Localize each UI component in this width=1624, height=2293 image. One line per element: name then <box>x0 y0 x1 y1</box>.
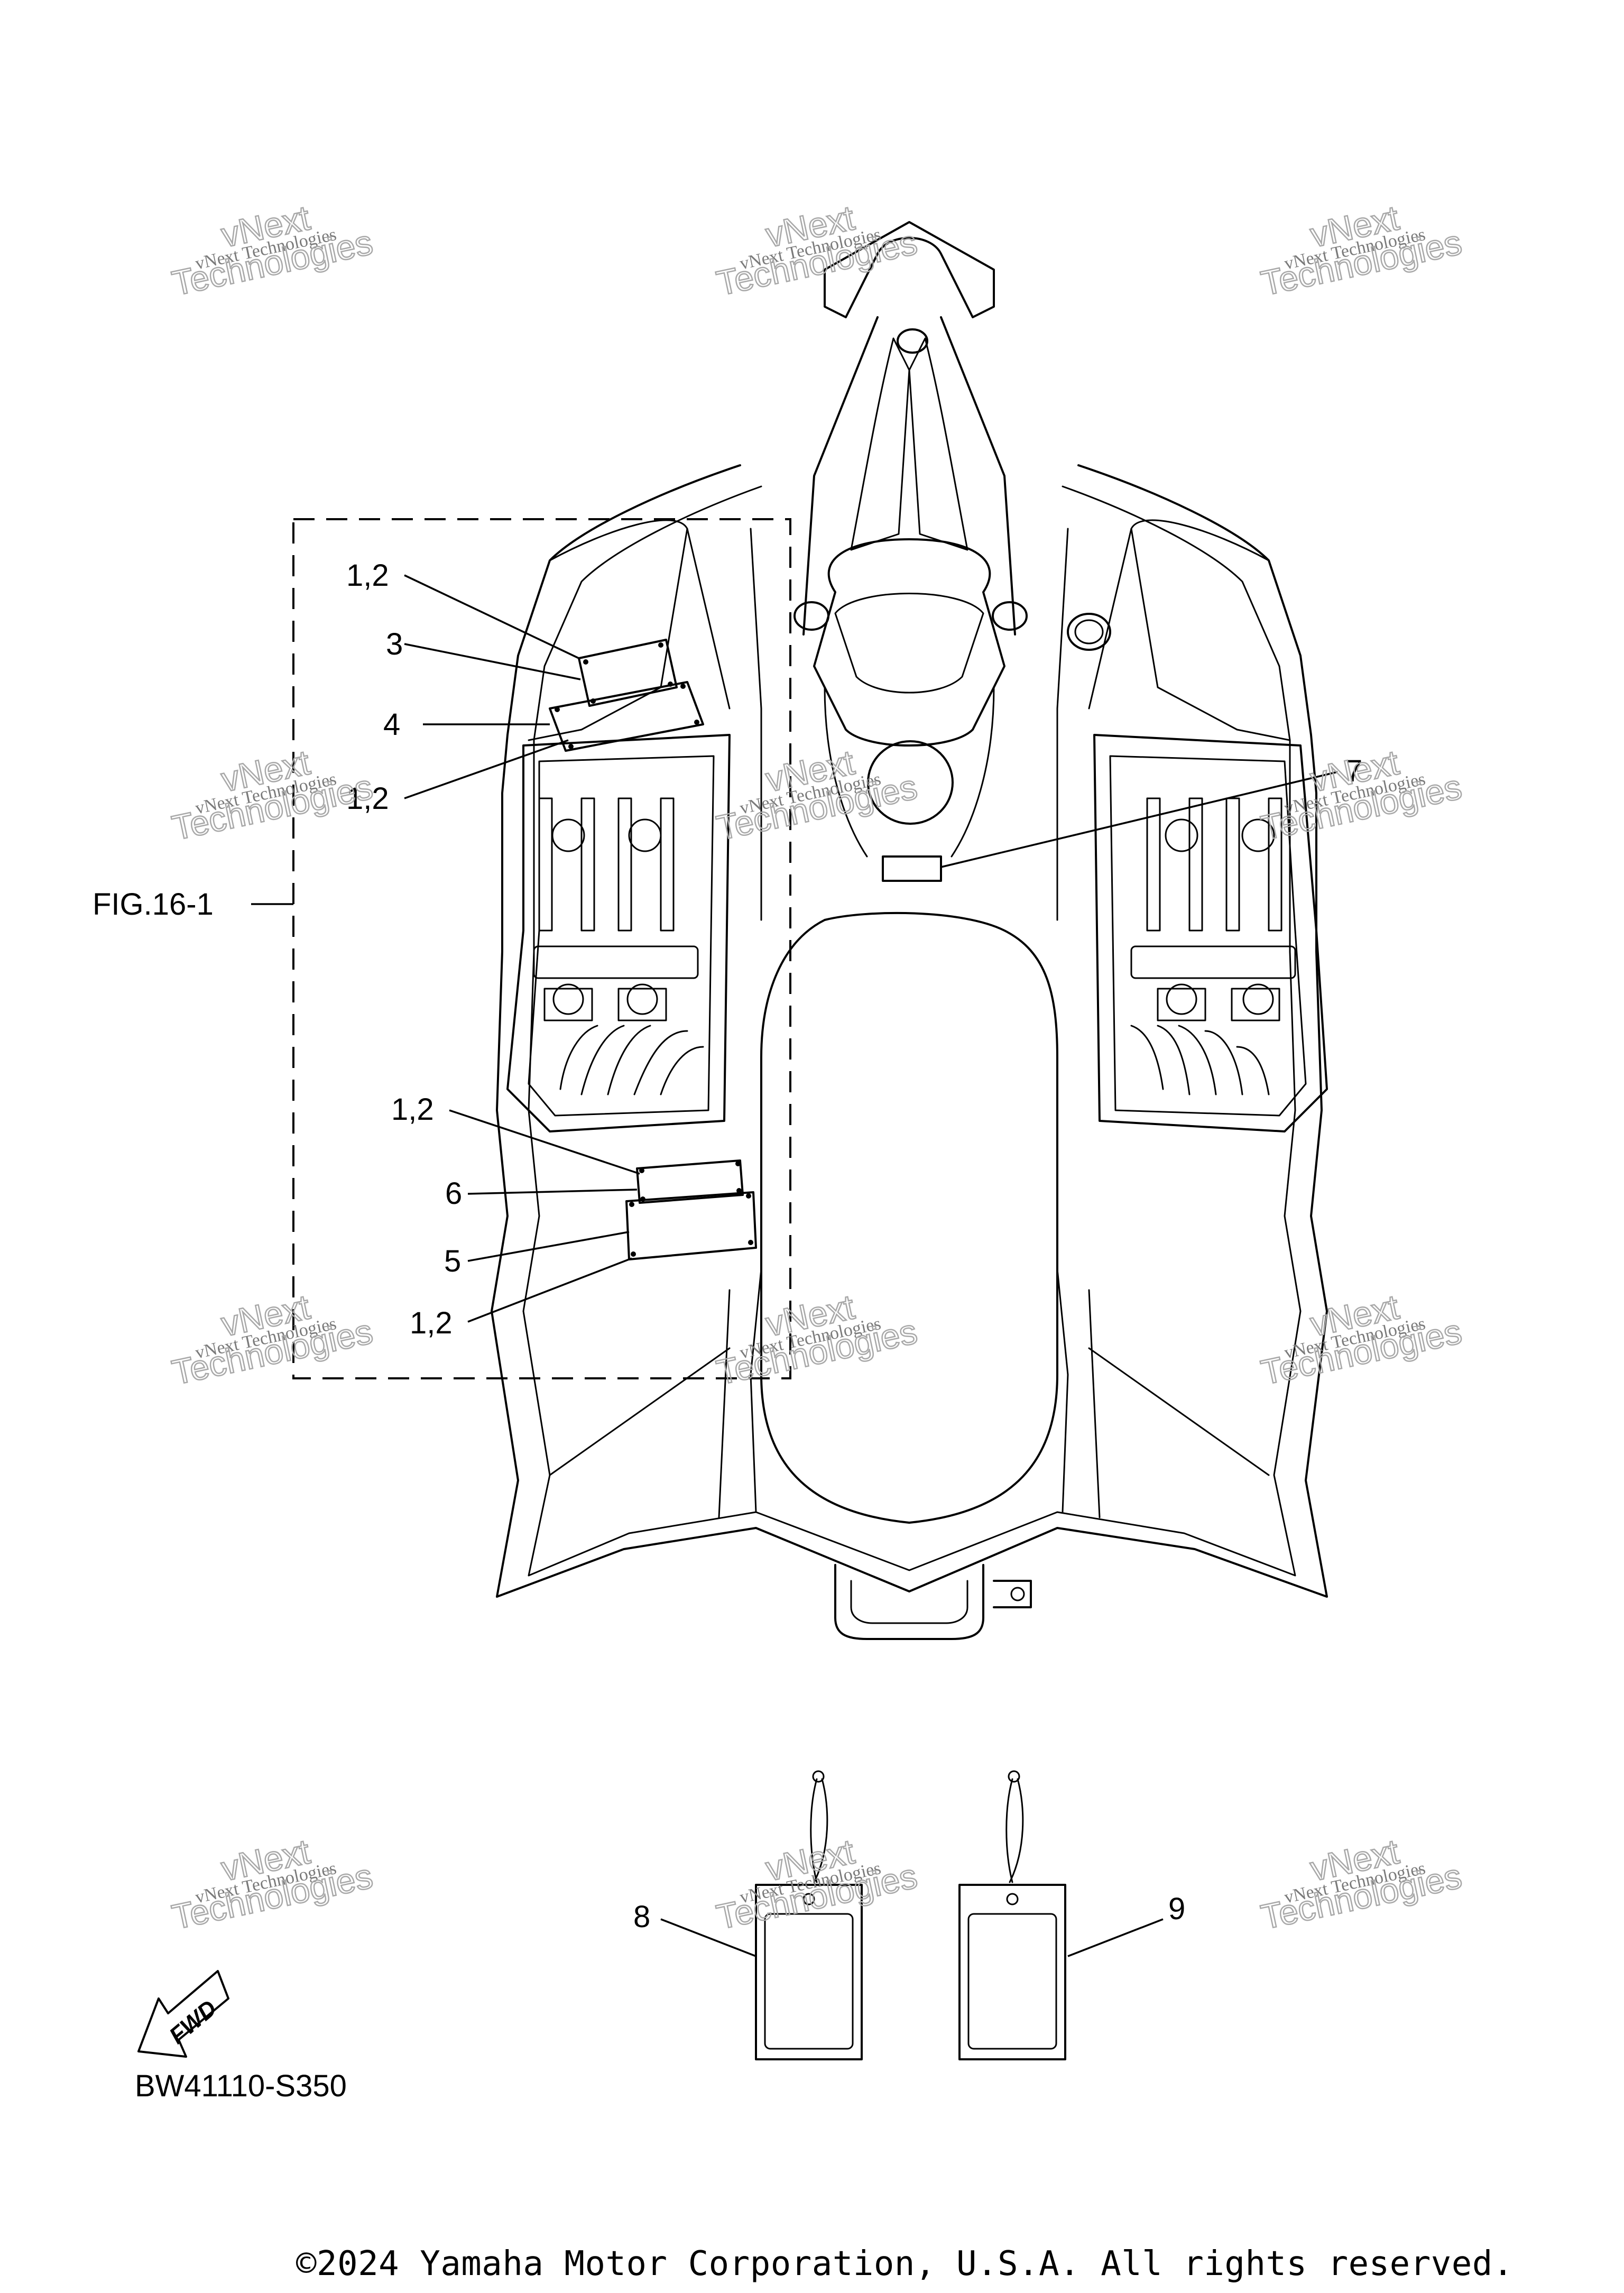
watermark: vNext vNext Technologies Technologies <box>1257 1831 1466 1937</box>
watermark: vNext vNext Technologies Technologies <box>713 197 921 303</box>
callout-9: 9 <box>1168 1892 1185 1926</box>
watermark: vNext vNext Technologies Technologies <box>168 1286 377 1393</box>
watermark: vNext vNext Technologies Technologies <box>168 742 377 848</box>
diagram-code: BW41110-S350 <box>135 2069 347 2103</box>
watermark: vNext vNext Technologies Technologies <box>1257 742 1466 848</box>
callout-1-2-top: 1,2 <box>346 558 389 593</box>
callout-6: 6 <box>445 1176 462 1211</box>
label-plate-3 <box>578 639 678 707</box>
callout-1-2-upper-mid: 1,2 <box>346 781 389 816</box>
watermark: vNext vNext Technologies Technologies <box>713 1831 921 1937</box>
watermarks: vNext vNext Technologies Technologies vN… <box>168 197 1466 1937</box>
label-plate-4 <box>549 681 704 752</box>
callout-1-2-lower-mid: 1,2 <box>391 1092 434 1127</box>
label-plate-5 <box>625 1191 757 1260</box>
figure-reference: FIG.16-1 <box>93 887 214 922</box>
callout-4: 4 <box>383 707 400 742</box>
watermark: vNext vNext Technologies Technologies <box>1257 197 1466 303</box>
fig-16-1-area-box <box>292 518 791 1379</box>
copyright-notice: ©2024 Yamaha Motor Corporation, U.S.A. A… <box>296 2244 1514 2283</box>
callout-7: 7 <box>1345 754 1362 788</box>
watermark: vNext vNext Technologies Technologies <box>1257 1286 1466 1393</box>
callout-5: 5 <box>444 1244 461 1278</box>
callout-3: 3 <box>386 627 403 661</box>
callout-8: 8 <box>633 1900 650 1934</box>
hull-drawing <box>491 221 1328 1640</box>
fwd-label: FWD <box>164 1995 222 2049</box>
watermark: vNext vNext Technologies Technologies <box>168 1831 377 1937</box>
right-footwell-slots <box>1130 797 1296 1095</box>
callout-1-2-bottom: 1,2 <box>410 1306 453 1340</box>
label-plate-7 <box>882 855 942 882</box>
left-footwell-slots <box>533 797 704 1095</box>
watermark: vNext vNext Technologies Technologies <box>713 1286 921 1393</box>
hang-tag-8 <box>755 1770 863 2060</box>
hang-tag-9 <box>958 1770 1066 2060</box>
watermark: vNext vNext Technologies Technologies <box>168 197 377 303</box>
fwd-arrow-icon: FWD <box>137 1970 229 2058</box>
leader-lines <box>251 574 1338 1957</box>
